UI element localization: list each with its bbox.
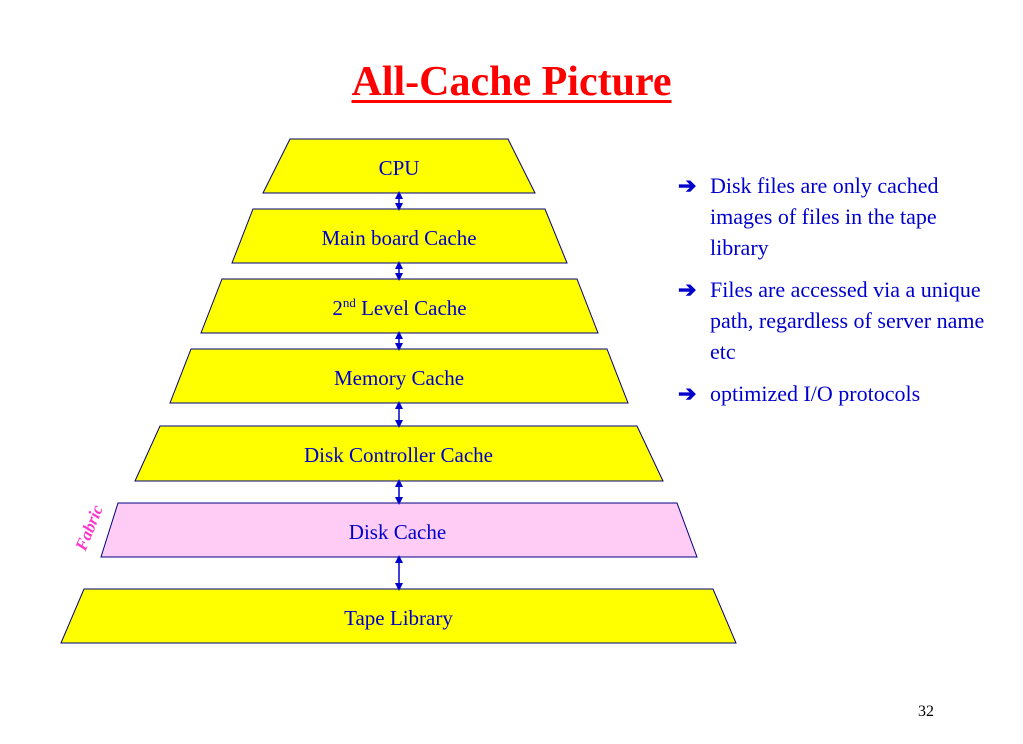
right-arrow-icon: ➔ [678, 173, 697, 198]
layer-6: Tape Library [60, 588, 737, 644]
bullet-text: Disk files are only cached images of fil… [710, 173, 939, 260]
layer-4: Disk Controller Cache [134, 425, 664, 482]
slide-title: All-Cache Picture [351, 59, 672, 105]
layer-label: Tape Library [344, 606, 453, 630]
layer-label: Disk Controller Cache [304, 443, 493, 467]
layer-shape [200, 278, 599, 334]
bullet-item: ➔ Disk files are only cached images of f… [678, 170, 998, 263]
layer-shape [134, 425, 664, 482]
right-arrow-icon: ➔ [678, 381, 697, 406]
right-arrow-icon: ➔ [678, 277, 697, 302]
layer-shape [60, 588, 737, 644]
bullet-list: ➔ Disk files are only cached images of f… [678, 170, 998, 420]
layer-1: Main board Cache [231, 208, 568, 264]
layer-label: Main board Cache [321, 226, 476, 250]
bullet-text: optimized I/O protocols [710, 381, 921, 406]
bullet-item: ➔ Files are accessed via a unique path, … [678, 274, 998, 367]
layer-5: Disk Cache [100, 502, 698, 558]
bullet-item: ➔ optimized I/O protocols [678, 378, 998, 409]
page-number: 32 [918, 703, 934, 720]
layer-shape [262, 138, 536, 194]
layer-shape [100, 502, 698, 558]
layer-label: Memory Cache [334, 366, 464, 390]
bullet-text: Files are accessed via a unique path, re… [710, 277, 985, 364]
layer-label: Disk Cache [349, 520, 446, 544]
layer-label: 2nd Level Cache [332, 295, 466, 320]
layer-0: CPU [262, 138, 536, 194]
layer-shape [231, 208, 568, 264]
layer-3: Memory Cache [169, 348, 629, 404]
layer-shape [169, 348, 629, 404]
layer-label: CPU [379, 156, 420, 180]
layer-2: 2nd Level Cache [200, 278, 599, 334]
